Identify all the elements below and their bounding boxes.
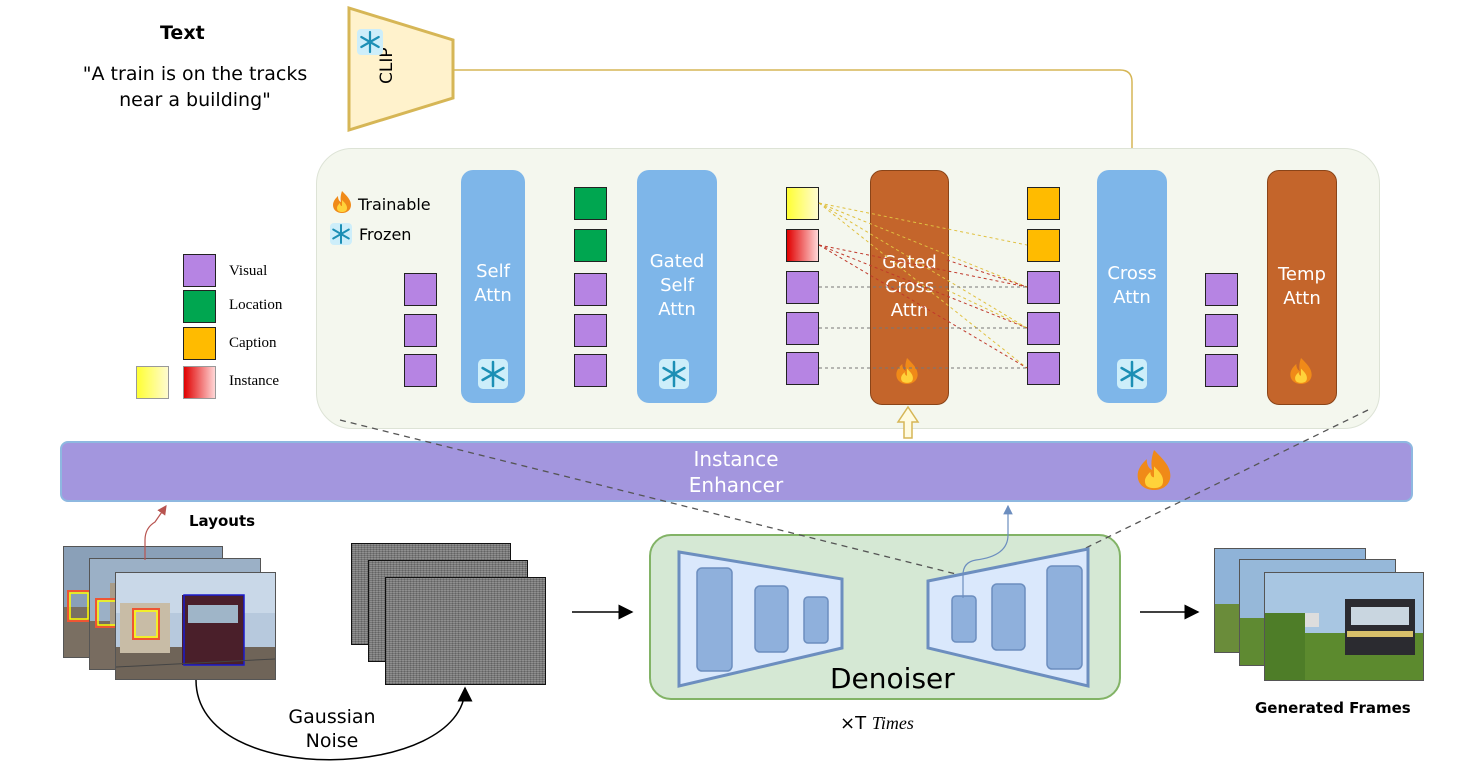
- enhancer-label-1: Instance: [693, 447, 779, 471]
- visual-token: [574, 273, 607, 306]
- fire-icon: [896, 358, 918, 384]
- gated-cross-attn-label-3: Attn: [890, 300, 929, 321]
- visual-token: [1205, 314, 1238, 347]
- legend-frozen: Frozen: [359, 225, 412, 244]
- clip-encoder-shape: [347, 5, 455, 133]
- legend-trainable: Trainable: [358, 195, 431, 214]
- text-heading: Text: [160, 22, 205, 44]
- location-token: [574, 187, 607, 220]
- cross-attn-label-1: Cross: [1107, 263, 1157, 284]
- location-token: [574, 229, 607, 262]
- legend-instance-swatch-yellow: [136, 366, 169, 399]
- visual-token: [786, 271, 819, 304]
- prompt-line-2: near a building": [119, 89, 271, 111]
- noise-frame: [385, 577, 546, 685]
- snowflake-icon: [659, 359, 689, 389]
- gated-self-attn-label-2: Self: [660, 275, 694, 296]
- self-attn-label-2: Attn: [474, 285, 512, 306]
- fire-icon: [333, 191, 351, 213]
- legend-location-swatch: [183, 290, 216, 323]
- legend-caption-label: Caption: [229, 335, 277, 351]
- layouts-label: Layouts: [189, 512, 256, 530]
- enhancer-label-2: Enhancer: [688, 473, 784, 497]
- snowflake-icon: [1117, 359, 1147, 389]
- generated-frame: [1264, 572, 1424, 681]
- caption-token: [1027, 187, 1060, 220]
- fire-icon: [1290, 358, 1312, 384]
- times-italic: Times: [871, 713, 914, 733]
- gated-self-attn-label-3: Attn: [658, 299, 696, 320]
- layout-frame: [115, 572, 276, 680]
- legend-location-label: Location: [229, 297, 283, 313]
- text-prompt: "A train is on the tracks near a buildin…: [64, 61, 326, 113]
- gaussian-noise-label-2: Noise: [305, 730, 359, 752]
- visual-token: [574, 314, 607, 347]
- visual-token: [574, 354, 607, 387]
- instance-token-yellow: [786, 187, 819, 220]
- prompt-line-1: "A train is on the tracks: [82, 63, 308, 85]
- visual-token: [1205, 273, 1238, 306]
- denoiser-label: Denoiser: [830, 662, 955, 695]
- visual-token: [1027, 271, 1060, 304]
- clip-to-cross-attn-line: [453, 69, 1138, 164]
- visual-token: [1205, 354, 1238, 387]
- instance-enhancer-label: Instance Enhancer: [640, 446, 832, 498]
- instance-token-red: [786, 229, 819, 262]
- gated-cross-attn-label-1: Gated: [882, 252, 937, 273]
- self-attn-label-1: Self: [476, 261, 510, 282]
- visual-token: [404, 354, 437, 387]
- legend-instance-swatch-red: [183, 366, 216, 399]
- visual-token: [1027, 312, 1060, 345]
- fire-icon: [1137, 450, 1171, 490]
- cross-attn-label-2: Attn: [1113, 287, 1151, 308]
- legend-caption-swatch: [183, 327, 216, 360]
- legend-visual-swatch: [183, 254, 216, 287]
- times-label: ×T Times: [840, 713, 914, 734]
- visual-token: [404, 314, 437, 347]
- legend-instance-label: Instance: [229, 373, 279, 389]
- legend-visual-label: Visual: [229, 263, 268, 279]
- gated-self-attn-label-1: Gated: [649, 251, 705, 272]
- times-prefix: ×T: [840, 713, 872, 734]
- temp-attn-label-1: Temp: [1278, 264, 1326, 285]
- visual-token: [404, 273, 437, 306]
- snowflake-icon: [357, 29, 383, 55]
- generated-frames-label: Generated Frames: [1255, 699, 1411, 717]
- temp-attn-label-2: Attn: [1283, 288, 1321, 309]
- gaussian-noise-label-1: Gaussian: [288, 706, 376, 728]
- visual-token: [1027, 352, 1060, 385]
- snowflake-icon: [330, 223, 352, 245]
- gated-cross-attn-label-2: Cross: [884, 276, 935, 297]
- gaussian-noise-label: Gaussian Noise: [262, 705, 402, 753]
- snowflake-icon: [478, 359, 508, 389]
- visual-token: [786, 312, 819, 345]
- visual-token: [786, 352, 819, 385]
- caption-token: [1027, 229, 1060, 262]
